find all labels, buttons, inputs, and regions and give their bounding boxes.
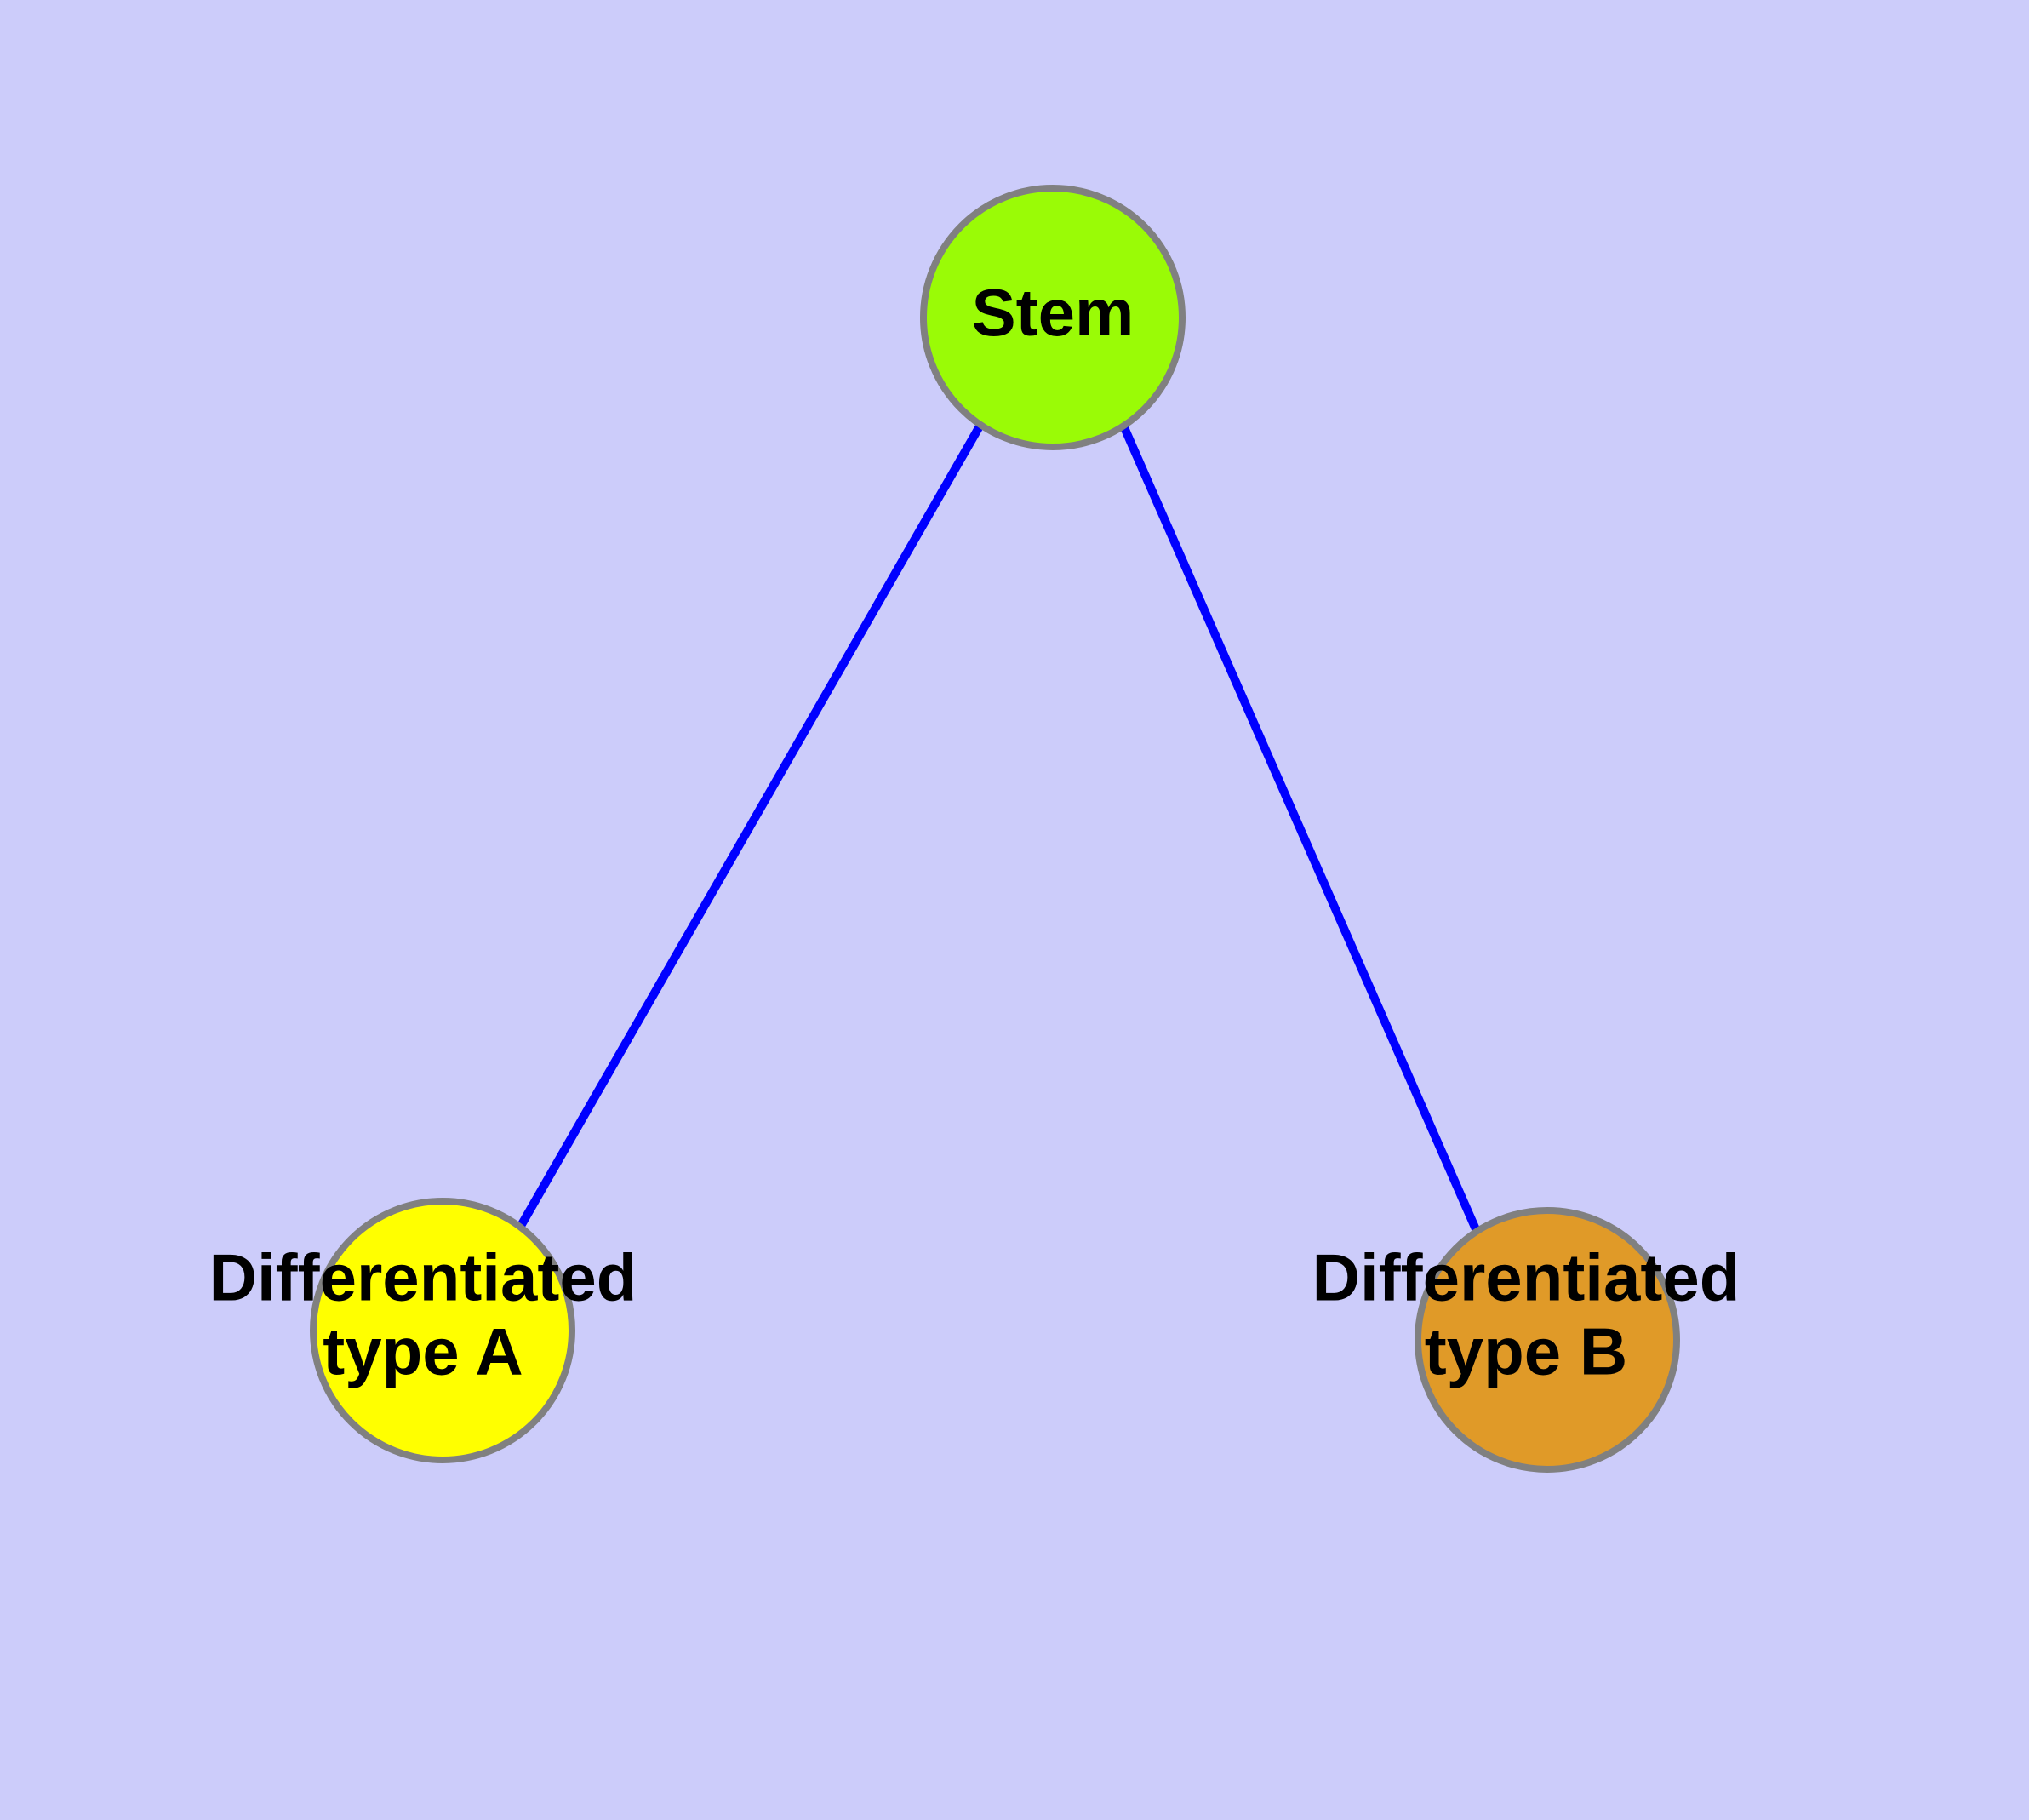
node-differentiated-type-b-circle[interactable] <box>1415 1207 1680 1473</box>
node-stem-circle[interactable] <box>920 185 1186 450</box>
edge-stem-to-differentiated-type-b[interactable] <box>1119 423 1480 1232</box>
node-stem[interactable] <box>920 185 1186 450</box>
node-differentiated-type-a[interactable] <box>310 1198 575 1463</box>
node-differentiated-type-b[interactable] <box>1415 1207 1680 1473</box>
edge-stem-to-differentiated-type-a[interactable] <box>517 422 985 1228</box>
node-stem-label: Stem <box>972 275 1135 350</box>
node-differentiated-type-a-circle[interactable] <box>310 1198 575 1463</box>
node-layer <box>310 185 1680 1473</box>
edge-layer <box>517 422 1480 1232</box>
